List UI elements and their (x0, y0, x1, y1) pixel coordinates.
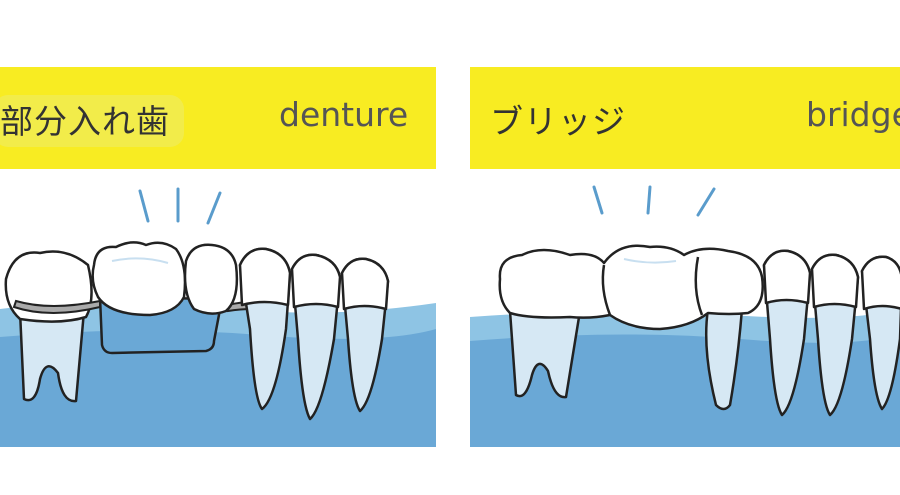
bridge-crowns (498, 244, 764, 331)
bridge-illustration (470, 185, 900, 447)
natural-teeth-right (762, 249, 900, 417)
bridge-panel: ブリッジ bridge (470, 67, 900, 447)
motion-lines-icon (592, 185, 716, 217)
denture-label-jp: 部分入れ歯 (0, 95, 184, 147)
bridge-banner: ブリッジ bridge (470, 67, 900, 169)
denture-label-en: denture (279, 95, 409, 134)
bridge-abutment-roots (508, 307, 744, 411)
denture-illustration (0, 187, 436, 447)
denture-clasp-left (12, 299, 101, 314)
bridge-label-en: bridge (806, 95, 900, 134)
denture-tooth-premolar (183, 243, 239, 315)
denture-panel: 部分入れ歯 denture (0, 67, 436, 447)
bridge-label-jp: ブリッジ (490, 102, 626, 141)
motion-lines-icon (138, 187, 222, 225)
natural-teeth-right (238, 247, 390, 421)
denture-banner: 部分入れ歯 denture (0, 67, 436, 169)
denture-tooth-molar (91, 241, 187, 317)
